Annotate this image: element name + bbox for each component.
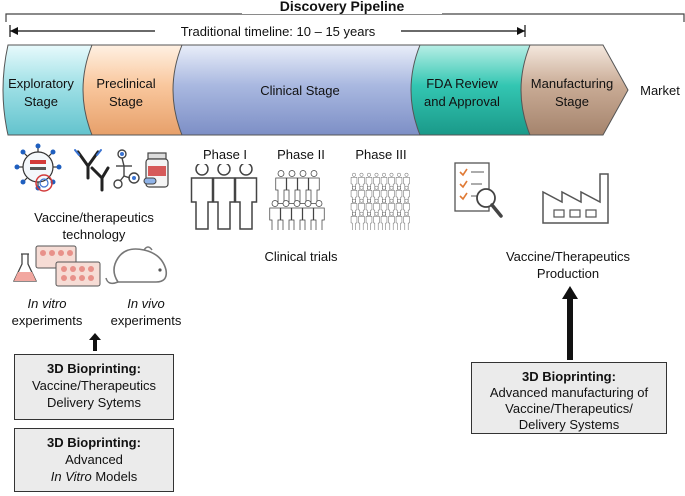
bioprinting-manufacturing-line3: Delivery Systems [518, 417, 620, 432]
in-vivo-rest: experiments [110, 313, 182, 328]
bioprinting-models-italic: In Vitro [50, 469, 92, 484]
bioprinting-manufacturing-box: 3D Bioprinting: Advanced manufacturing o… [471, 362, 667, 434]
vaccine-technology-label: Vaccine/therapeutics technology [14, 210, 174, 242]
arrow-up-large-icon [562, 286, 578, 360]
bioprinting-manufacturing-heading: 3D Bioprinting: [522, 369, 616, 384]
stage-pipeline [2, 44, 629, 136]
virus-icon [14, 143, 62, 192]
clinical-trials-label: Clinical trials [264, 249, 338, 264]
stage-preclinical-line2: Stage [109, 94, 143, 109]
bioprinting-manufacturing-line1: Advanced manufacturing of [489, 385, 649, 400]
bioprinting-delivery-heading: 3D Bioprinting: [47, 361, 141, 376]
people-icon [190, 164, 410, 230]
bioprinting-delivery-line1: Vaccine/Therapeutics [31, 378, 157, 393]
bioprinting-models-heading: 3D Bioprinting: [47, 435, 141, 450]
in-vitro-label: In vitro experiments [2, 296, 92, 328]
stage-manufacturing: Manufacturing Stage [520, 76, 624, 109]
market-label: Market [640, 83, 680, 98]
in-vivo-italic: In vivo [127, 296, 165, 311]
stage-preclinical-line1: Preclinical [96, 76, 156, 91]
stage-preclinical: Preclinical Stage [84, 76, 168, 109]
stage-manufacturing-line1: Manufacturing [530, 76, 614, 91]
bioprinting-manufacturing-line2: Vaccine/Therapeutics/ [505, 401, 633, 416]
checklist-magnifier-icon [454, 162, 503, 218]
pipeline-title: Discovery Pipeline [242, 0, 442, 14]
vaccine-technology-line2: technology [62, 227, 126, 242]
production-line1: Vaccine/Therapeutics [505, 249, 631, 264]
stage-exploratory-line2: Stage [24, 94, 58, 109]
stage-clinical: Clinical Stage [260, 83, 340, 98]
stage-fda-line1: FDA Review [426, 76, 498, 91]
bioprinting-models-line2: In Vitro Models [15, 469, 173, 484]
bioprinting-models-line1: Advanced [65, 452, 123, 467]
phase-1-label: Phase I [202, 147, 248, 162]
bioprinting-models-box: 3D Bioprinting: Advanced In Vitro Models [14, 428, 174, 492]
production-line2: Production [536, 266, 600, 281]
bioprinting-delivery-line2: Delivery Sytems [47, 395, 141, 410]
flask-icon [12, 253, 38, 282]
molecule-icon [113, 149, 140, 189]
factory-icon [542, 173, 609, 224]
timeline-label: Traditional timeline: 10 – 15 years [155, 24, 401, 39]
in-vivo-label: In vivo experiments [104, 296, 188, 328]
stage-exploratory-line1: Exploratory [8, 76, 74, 91]
antibody-icon [74, 149, 110, 192]
phase-2-label: Phase II [277, 147, 325, 162]
stage-manufacturing-line2: Stage [555, 94, 589, 109]
arrow-up-icon [89, 333, 101, 351]
in-vitro-rest: experiments [11, 313, 83, 328]
in-vitro-italic: In vitro [27, 296, 67, 311]
well-plate-icon [35, 245, 101, 287]
vaccine-technology-line1: Vaccine/therapeutics [34, 210, 154, 225]
stage-exploratory: Exploratory Stage [0, 76, 82, 109]
bioprinting-models-rest: Models [91, 469, 138, 484]
stage-fda: FDA Review and Approval [410, 76, 514, 109]
production-label: Vaccine/Therapeutics Production [480, 249, 656, 281]
bioprinting-delivery-box: 3D Bioprinting: Vaccine/Therapeutics Del… [14, 354, 174, 420]
pill-bottle-icon [143, 152, 169, 188]
mouse-icon [105, 246, 168, 285]
stage-fda-line2: and Approval [424, 94, 500, 109]
phase-3-label: Phase III [355, 147, 407, 162]
